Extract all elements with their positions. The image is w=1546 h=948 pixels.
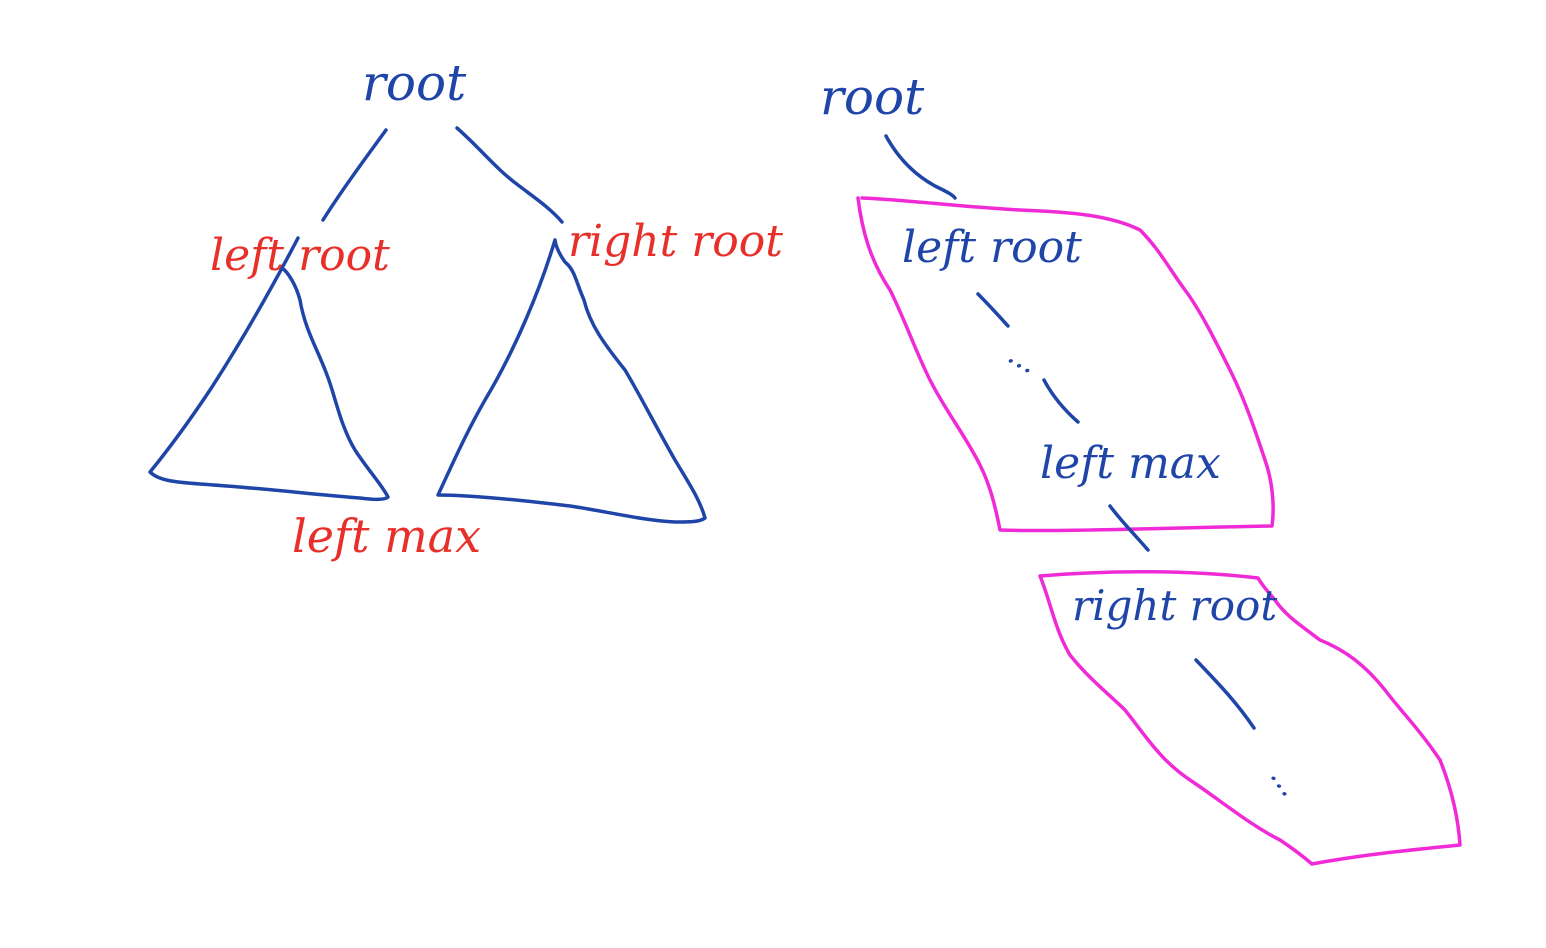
left-subtree-triangle bbox=[148, 236, 390, 502]
edge-root-to-right-root bbox=[455, 126, 564, 224]
right-subtree-triangle bbox=[436, 238, 707, 524]
right-chain-dots-2: ... bbox=[1263, 760, 1308, 804]
right-chain-root-label: root bbox=[820, 68, 925, 126]
right-chain-right-root-label: right root bbox=[1072, 581, 1277, 630]
left-tree-root-label: root bbox=[362, 54, 467, 112]
chain-dots-to-left-max bbox=[1042, 378, 1080, 424]
edge-root-to-left-region bbox=[884, 134, 957, 200]
right-chain-dots-1: ... bbox=[1002, 337, 1044, 382]
left-tree-left-max-label: left max bbox=[292, 509, 481, 563]
left-tree-diagram: root left root right root left max bbox=[148, 54, 783, 563]
left-subtree-region bbox=[856, 196, 1275, 533]
right-subtree-region bbox=[1038, 569, 1462, 866]
right-chain-diagram: root left root ... left max right root .… bbox=[820, 68, 1462, 866]
chain-left-root-to-dots bbox=[976, 292, 1010, 328]
chain-right-root-to-dots bbox=[1194, 658, 1256, 730]
right-chain-left-root-label: left root bbox=[902, 222, 1082, 273]
left-tree-left-root-label: left root bbox=[210, 230, 390, 281]
right-chain-left-max-label: left max bbox=[1040, 438, 1221, 489]
left-tree-right-root-label: right root bbox=[568, 216, 783, 267]
chain-left-max-to-right-root bbox=[1108, 504, 1150, 552]
edge-root-to-left-root bbox=[321, 128, 388, 222]
